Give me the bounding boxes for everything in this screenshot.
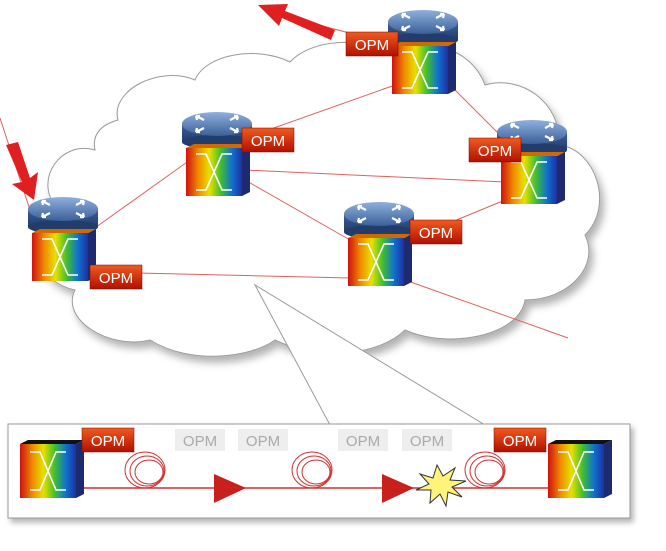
optical-switch-icon [186,144,250,196]
opm-label: OPM [355,37,389,54]
opm-monitor: OPM [81,427,135,453]
opm-monitor: OPM [241,127,295,153]
link-n3-n4 [449,84,506,141]
opm-monitor-inactive: OPM [402,429,452,451]
optical-switch-icon [32,229,96,281]
amplifier-icon [214,474,246,503]
traffic-arrow-in [6,142,38,200]
opm-label: OPM [419,225,453,242]
traffic-arrow-out [258,4,335,40]
opm-label: OPM [251,133,285,150]
opm-monitor: OPM [468,137,522,163]
link-n2-n5 [244,179,351,241]
optical-switch-icon [392,42,456,94]
opm-monitor-inactive: OPM [175,429,225,451]
router-icon [182,112,252,149]
opm-monitor-inactive: OPM [338,429,388,451]
network-node: OPM [345,10,458,94]
opm-monitor-inactive: OPM [238,429,288,451]
network-node: OPM [28,197,143,290]
optical-switch-icon [501,152,565,204]
fiber-coil-icon [291,451,333,489]
opm-monitor: OPM [493,427,547,453]
router-icon [388,10,458,47]
opm-label: OPM [478,143,512,160]
network-node: OPM [344,202,463,286]
network-cloud [33,41,601,357]
link-detail-panel: OPM OPM OPM OPM OPM OPM [7,423,631,519]
opm-monitor: OPM [89,264,143,290]
optical-switch-icon [348,234,412,286]
link-n2-n4 [244,169,506,183]
router-icon [28,197,98,234]
router-icon [344,202,414,239]
link-n1-n2 [91,159,191,231]
optical-switch-icon [548,440,612,498]
opm-monitor: OPM [409,219,463,245]
opm-label: OPM [183,433,217,450]
opm-label: OPM [346,433,380,450]
network-node: OPM [182,112,295,196]
network-node: OPM [468,120,567,204]
opm-label: OPM [91,433,125,450]
amplifier-icon [382,474,414,503]
opm-label: OPM [246,433,280,450]
fiber-coil-icon [124,451,166,489]
link-n5-out [404,279,569,339]
optical-switch-icon [20,440,84,498]
opm-label: OPM [410,433,444,450]
opm-monitor: OPM [345,31,399,57]
fiber-coil-icon [464,451,506,489]
fiber-fault-icon [415,463,467,508]
opm-label: OPM [99,270,133,287]
opm-label: OPM [503,433,537,450]
